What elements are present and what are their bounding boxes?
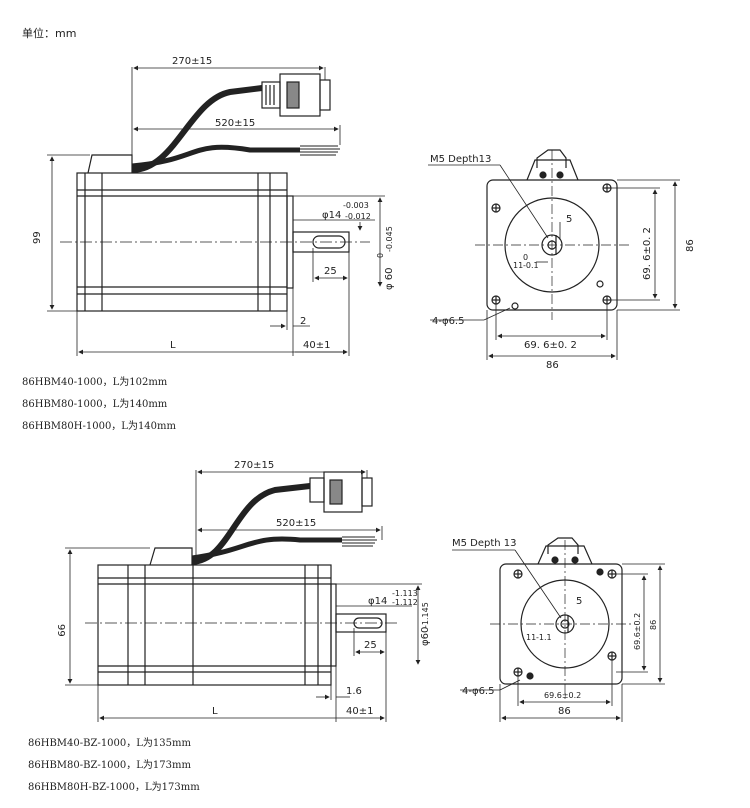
dim-m5-depth: M5 Depth 13: [452, 538, 517, 549]
dim-key-width: 5: [566, 214, 572, 225]
dim-shaft-tol-lower: -0.012: [345, 212, 371, 221]
dim-shaft-diameter: φ14: [368, 596, 387, 607]
bottom-front-dimensions: [452, 549, 665, 722]
top-front-view: [475, 149, 630, 320]
dim-size-vertical: 86: [649, 620, 658, 630]
top-model-list: 86HBM40-1000，L为102mm 86HBM80-1000，L为140m…: [22, 372, 176, 438]
dim-m5-depth: M5 Depth13: [430, 154, 491, 165]
dim-bolt-horizontal: 69. 6±0. 2: [524, 340, 577, 351]
unit-label: 单位：mm: [22, 27, 77, 40]
bottom-front-view: [490, 537, 635, 700]
dim-key-height: 11: [513, 261, 523, 270]
dim-shaft-total: 40±1: [303, 340, 330, 351]
dim-flange: 1.6: [346, 686, 362, 697]
dim-body-length: L: [170, 340, 176, 351]
bottom-side-labels: 270±15 520±15 99 φ14 -1.113 -1.112 φ60 -…: [55, 460, 431, 717]
dim-bolt-horizontal: 69.6±0.2: [544, 691, 581, 700]
dim-pilot-diameter: φ60: [420, 627, 431, 646]
dim-cable-270: 270±15: [172, 56, 212, 67]
dim-pilot-tol: -1.145: [421, 602, 430, 628]
dim-pilot-tol-upper: 0: [376, 253, 385, 258]
dim-flange: 2: [300, 316, 306, 327]
dim-shaft-tol-upper: -0.003: [343, 201, 369, 210]
dim-shaft-tol-lower: -1.112: [392, 598, 418, 607]
dim-cable-520: 520±15: [215, 118, 255, 129]
bottom-model-list: 86HBM40-BZ-1000，L为135mm 86HBM80-BZ-1000，…: [28, 733, 200, 799]
dim-shaft-total: 40±1: [346, 706, 373, 717]
dim-key-height: 11: [526, 633, 536, 642]
model-item: 86HBM40-1000，L为102mm: [22, 377, 168, 388]
top-front-labels: M5 Depth13 5 11 0 -0.1 4-φ6.5 69. 6±0. 2…: [430, 154, 696, 371]
dim-holes: 4-φ6.5: [462, 686, 494, 697]
dim-holes: 4-φ6.5: [432, 316, 464, 327]
model-item: 86HBM80H-1000，L为140mm: [22, 421, 176, 432]
dim-bolt-vertical: 69.6±0.2: [633, 613, 642, 650]
dim-key-tol: -1.1: [536, 633, 552, 642]
bottom-side-view: [85, 471, 400, 686]
dim-pilot-tol-lower: -0.045: [385, 226, 394, 252]
dim-shaft-diameter: φ14: [322, 210, 341, 221]
dim-key-width: 5: [576, 596, 582, 607]
dim-cable-270: 270±15: [234, 460, 274, 471]
dim-key-tol-upper: 0: [523, 253, 528, 262]
dim-size-horizontal: 86: [558, 706, 571, 717]
model-item: 86HBM40-BZ-1000，L为135mm: [28, 738, 191, 749]
dim-bolt-vertical: 69. 6±0. 2: [642, 227, 653, 280]
dim-height: 99: [55, 624, 66, 637]
bottom-side-dimensions: [65, 469, 422, 722]
dim-size-horizontal: 86: [546, 360, 559, 371]
dim-height: 99: [32, 231, 43, 244]
top-side-view: [60, 73, 370, 312]
dim-shaft-length: 25: [324, 266, 337, 277]
model-item: 86HBM80-BZ-1000，L为173mm: [28, 760, 191, 771]
dim-cable-520: 520±15: [276, 518, 316, 529]
dim-key-tol-lower: -0.1: [523, 261, 539, 270]
model-item: 86HBM80H-BZ-1000，L为173mm: [28, 782, 200, 793]
dim-pilot-diameter: φ 60: [384, 268, 395, 291]
dim-size-vertical: 86: [685, 239, 696, 252]
dim-body-length: L: [212, 706, 218, 717]
top-side-dimensions: [47, 65, 385, 356]
model-item: 86HBM80-1000，L为140mm: [22, 399, 168, 410]
bottom-front-labels: M5 Depth 13 5 11 -1.1 4-φ6.5 69.6±0.2 86…: [452, 538, 658, 717]
dim-shaft-tol-upper: -1.113: [392, 589, 418, 598]
top-side-labels: 270±15 520±15 99 -0.003 φ14 -0.012 φ 60 …: [32, 56, 395, 351]
top-front-dimensions: [428, 164, 680, 360]
dim-shaft-length: 25: [364, 640, 377, 651]
